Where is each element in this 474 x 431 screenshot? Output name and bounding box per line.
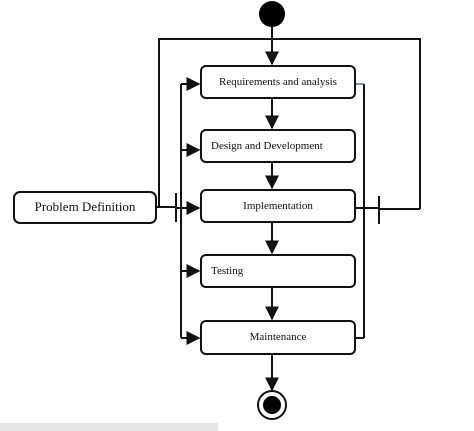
feedback-loop-top [158, 38, 421, 209]
problem-definition-label: Problem Definition [34, 199, 136, 215]
design-development-node: Design and Development [200, 129, 356, 163]
footer-strip [0, 423, 218, 431]
testing-node: Testing [200, 254, 356, 288]
implementation-label: Implementation [243, 199, 313, 212]
problem-definition-node: Problem Definition [13, 191, 157, 224]
maintenance-label: Maintenance [249, 331, 307, 344]
design-development-label: Design and Development [211, 139, 323, 152]
maintenance-node: Maintenance [200, 320, 356, 355]
requirements-analysis-node: Requirements and analysis [200, 65, 356, 99]
implementation-node: Implementation [200, 189, 356, 223]
end-node-core [263, 396, 281, 414]
requirements-analysis-label: Requirements and analysis [219, 75, 337, 88]
testing-label: Testing [211, 264, 244, 277]
start-node [259, 1, 285, 27]
